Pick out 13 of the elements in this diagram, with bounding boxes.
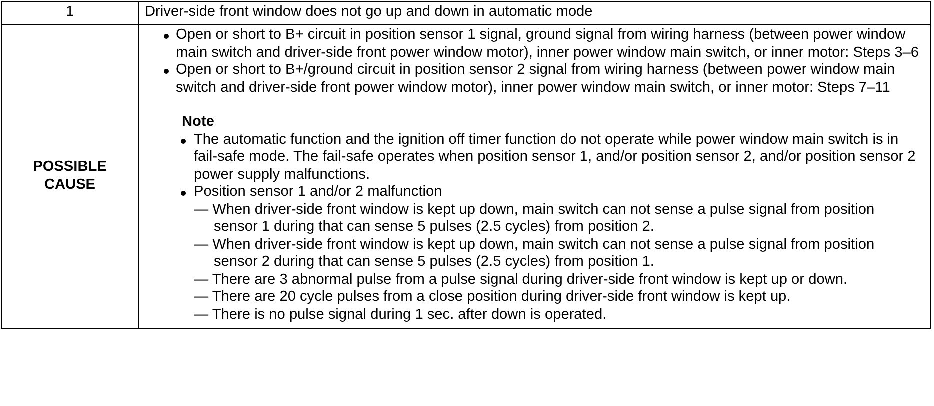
note-heading: Note (181, 114, 214, 132)
symptom-text: Driver-side front window does not go up and down in automatic mode (145, 4, 593, 20)
row-number: 1 (66, 4, 74, 20)
note-sub-item: — There are 3 abnormal pulse from a pulse signal during driver-side front window is kept up or down. (194, 272, 849, 289)
note-sub-item: — There are 20 cycle pulses from a close position during driver-side front window is kept up. (194, 289, 792, 306)
note-sub-item: — There is no pulse signal during 1 sec. after down is operated. (194, 306, 608, 324)
note-sub-item: — When driver-side front window is kept up down, main switch can not sense a pulse signal from position sensor 2 during that can sense 5 pulses (2.5 cycles) from position 1. (194, 236, 876, 272)
note-bullet-text: The automatic function and the ignition off timer function do not operate while power window main switch is in fail-safe mode. The fail-safe operates when position sensor 1, and/or position sensor 2, and/or position sensor 2 power supply malfunctions. (194, 132, 916, 182)
row-header: POSSIBLE CAUSE (32, 159, 108, 194)
note-sub-item: — When driver-side front window is kept up down, main switch can not sense a pulse signal from position sensor 1 during that can sense 5 pulses (2.5 cycles) from position 2. (194, 202, 876, 236)
cause-bullet-text: Open or short to B+/ground circuit in position sensor 2 signal from wiring harness (between power window main switch and driver-side front power window motor), inner power window main switch, or inner motor: Steps 7–11 (176, 62, 896, 96)
note-bullet-text: Position sensor 1 and/or 2 malfunction (194, 184, 442, 200)
cause-bullet-text: Open or short to B+ circuit in position sensor 1 signal, ground signal from wiring harness (between power window main switch and driver-side front power window motor), inner power window main switch, or inner motor: Steps 3–6 (176, 27, 919, 60)
